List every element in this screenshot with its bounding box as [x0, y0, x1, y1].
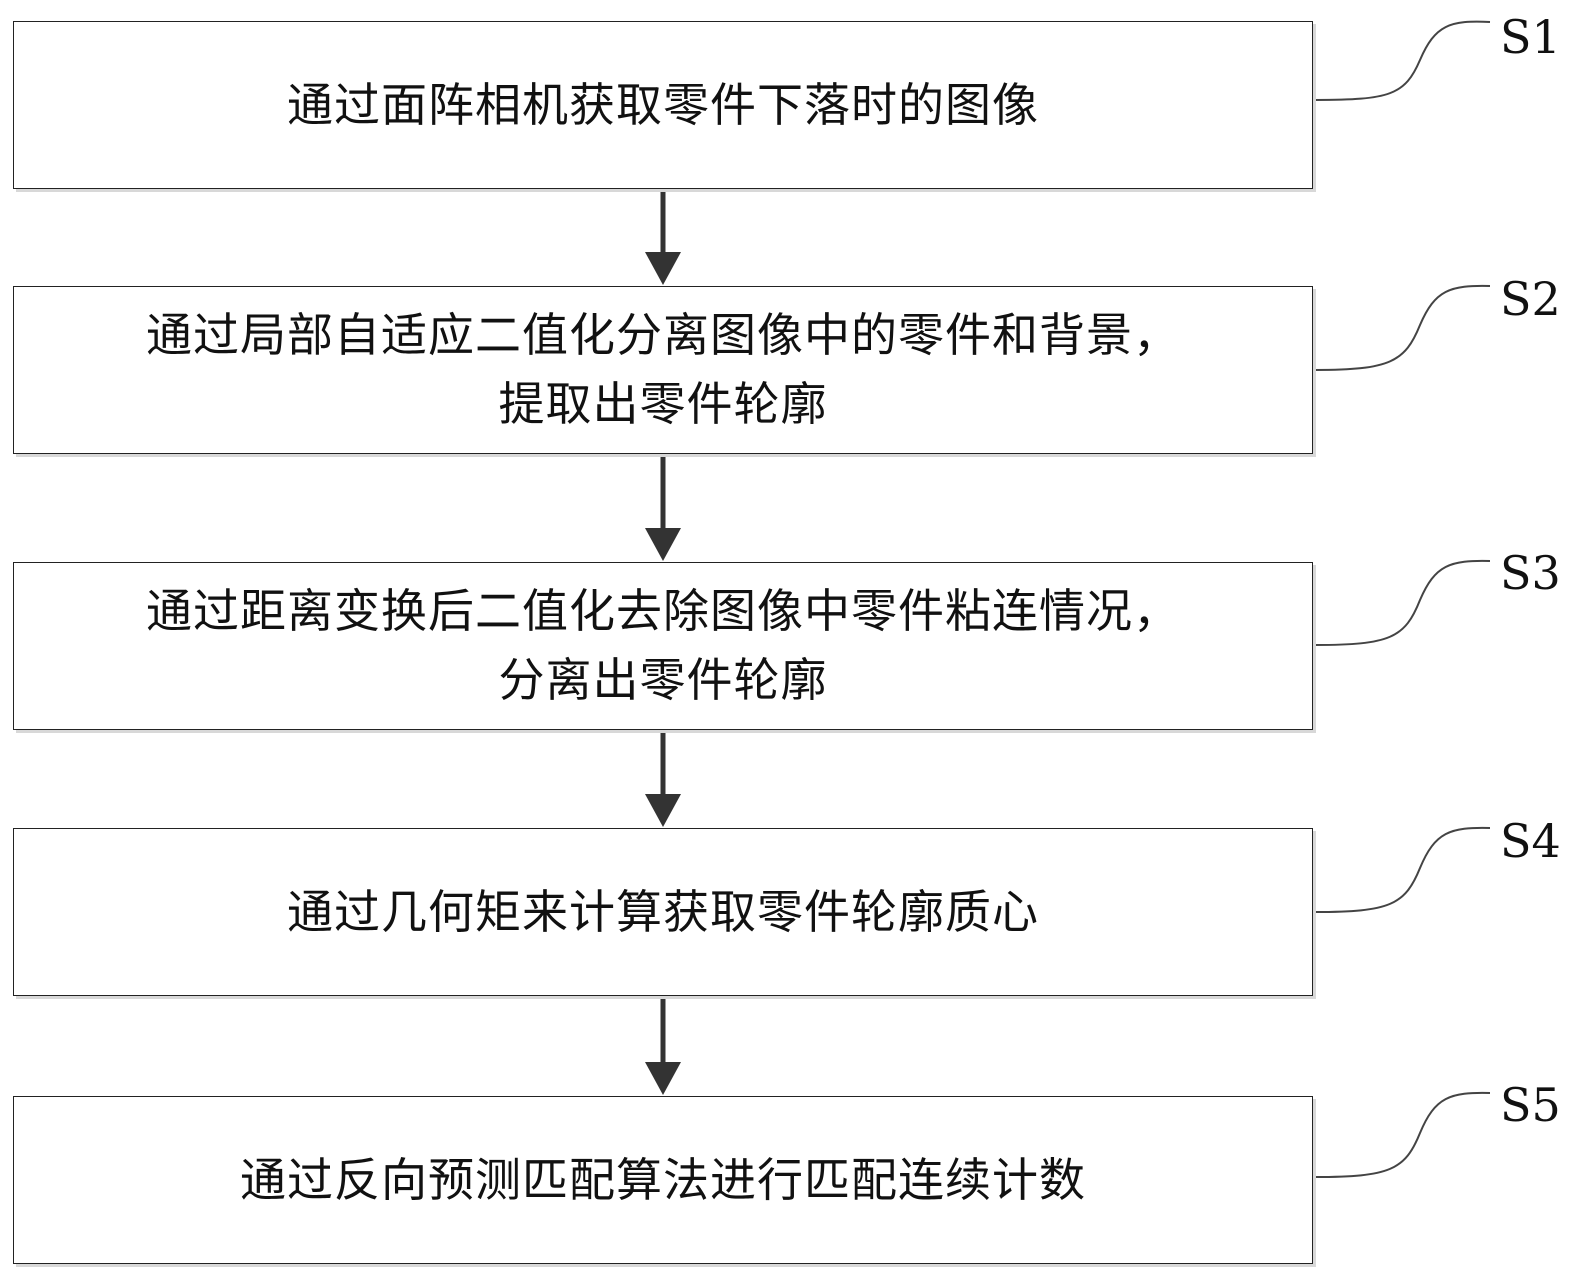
leader-line-s2 — [1314, 284, 1491, 371]
step-label-s3: S3 — [1500, 546, 1561, 600]
step-label-s2: S2 — [1500, 272, 1561, 326]
step-text-s2: 通过局部自适应二值化分离图像中的零件和背景， 提取出零件轮廓 — [146, 308, 1180, 431]
step-label-s5: S5 — [1500, 1078, 1561, 1132]
leader-line-s1 — [1314, 20, 1491, 101]
step-label-s1: S1 — [1500, 10, 1561, 64]
step-box-s5: 通过反向预测匹配算法进行匹配连续计数 — [13, 1096, 1313, 1264]
step-box-s2: 通过局部自适应二值化分离图像中的零件和背景， 提取出零件轮廓 — [13, 286, 1313, 454]
flow-arrow-4-5 — [645, 996, 681, 1095]
step-label-s4: S4 — [1500, 814, 1561, 868]
step-box-s3: 通过距离变换后二值化去除图像中零件粘连情况， 分离出零件轮廓 — [13, 562, 1313, 730]
step-box-s1: 通过面阵相机获取零件下落时的图像 — [13, 21, 1313, 189]
step-text-s3: 通过距离变换后二值化去除图像中零件粘连情况， 分离出零件轮廓 — [146, 584, 1180, 707]
step-text-s5: 通过反向预测匹配算法进行匹配连续计数 — [240, 1152, 1086, 1207]
step-box-s4: 通过几何矩来计算获取零件轮廓质心 — [13, 828, 1313, 996]
flow-arrow-3-4 — [645, 731, 681, 827]
leader-line-s3 — [1314, 559, 1491, 646]
leader-line-s4 — [1314, 826, 1491, 913]
flow-arrow-1-2 — [645, 190, 681, 285]
flow-arrow-2-3 — [645, 455, 681, 561]
step-text-s1: 通过面阵相机获取零件下落时的图像 — [287, 77, 1039, 132]
step-text-s4: 通过几何矩来计算获取零件轮廓质心 — [287, 884, 1039, 939]
leader-line-s5 — [1314, 1091, 1491, 1178]
